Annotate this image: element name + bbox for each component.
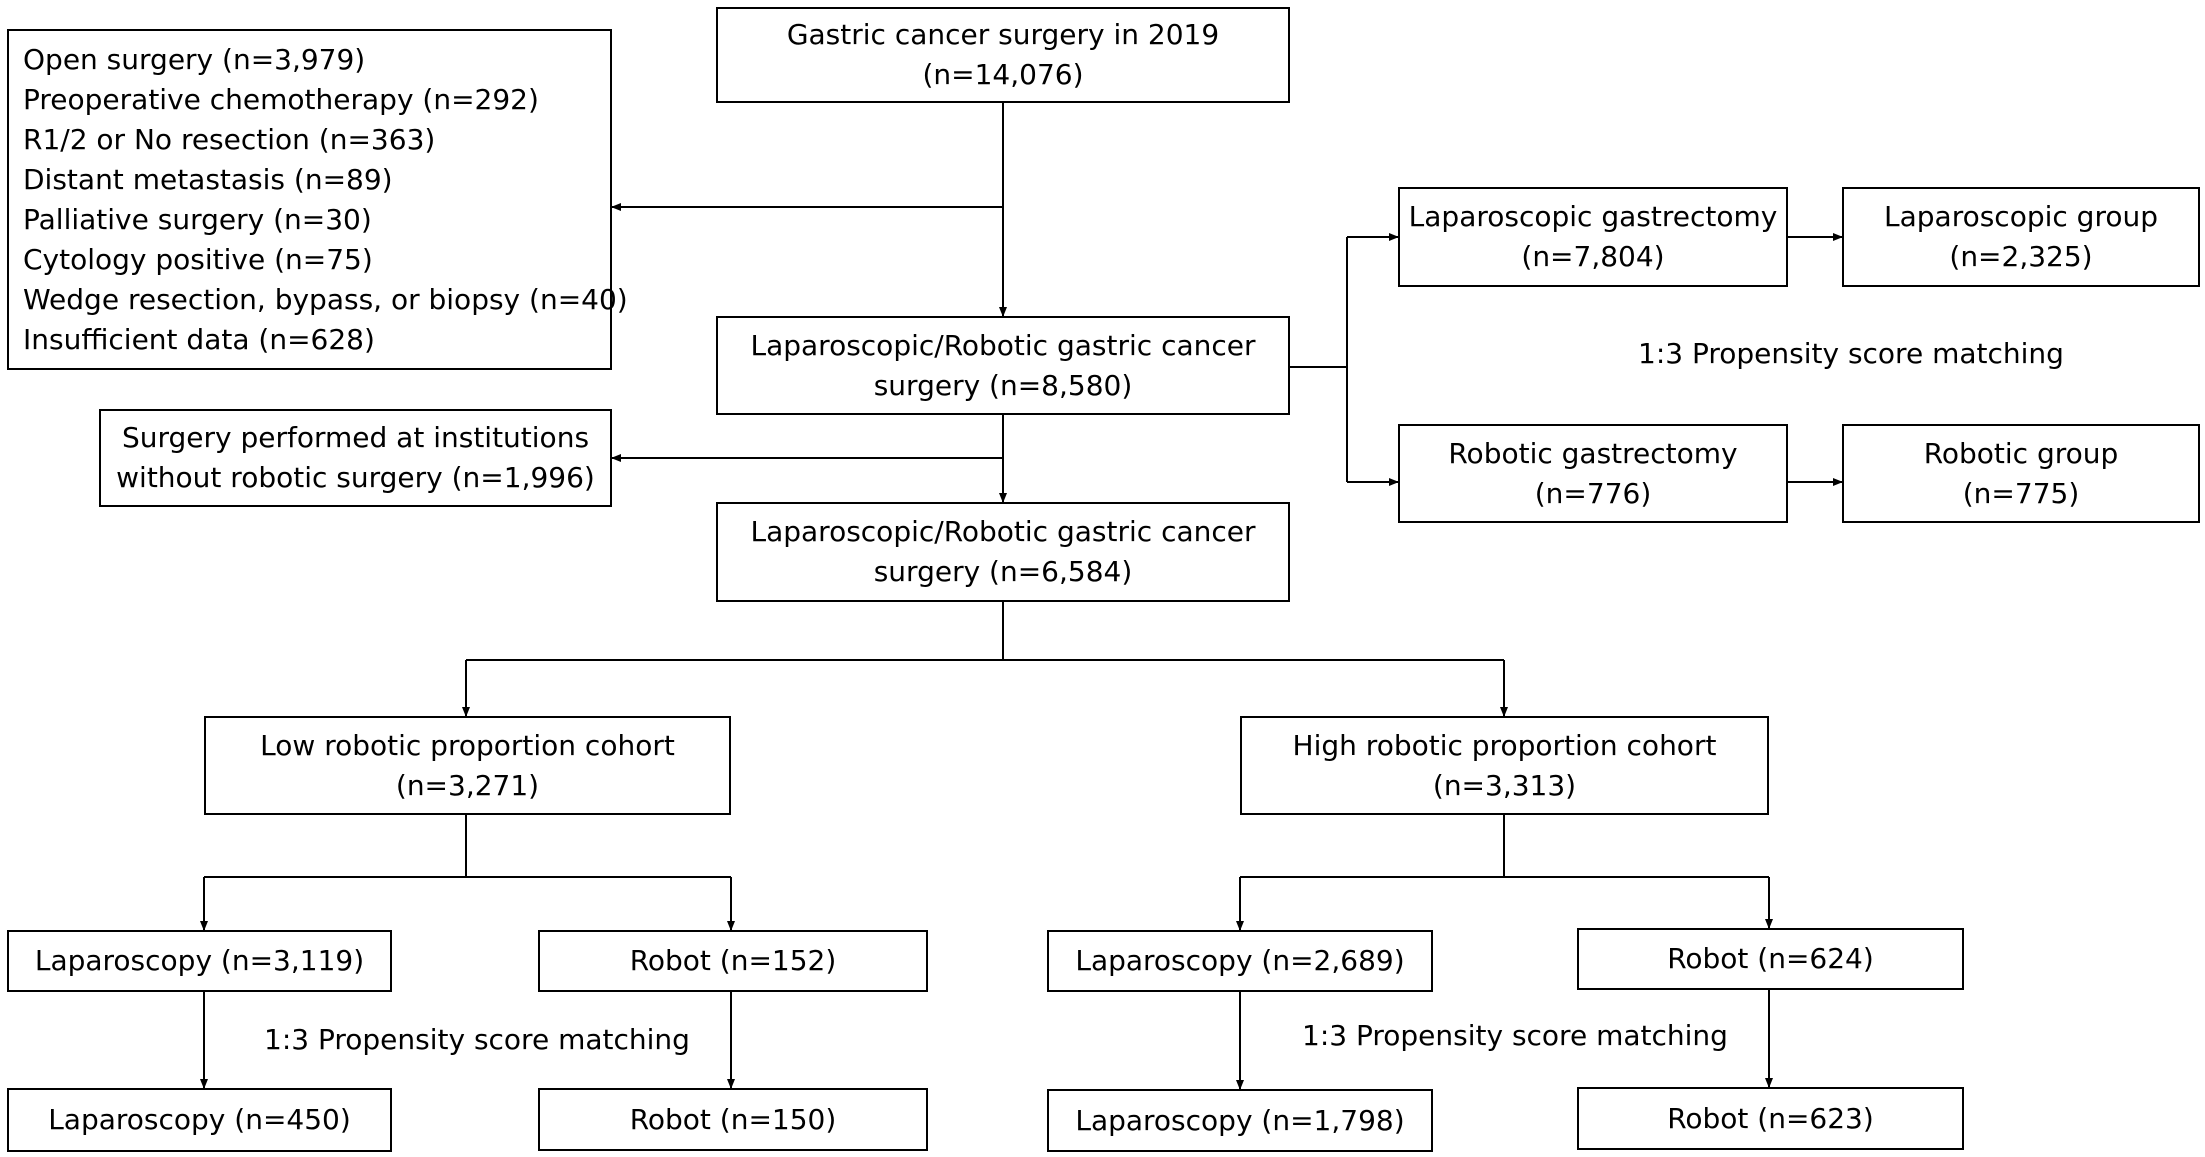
box-low-cohort-line-2: (n=3,271) [395,768,540,802]
box-high-rob-m-line: Robot (n=623) [1667,1101,1874,1135]
box-low-robot-matched: Robot (n=150) [538,1088,928,1151]
exclusion-item: Preoperative chemotherapy (n=292) [23,82,539,116]
box-rob-gastrectomy-line-2: (n=776) [1534,476,1652,510]
box-no-robot-line-2: without robotic surgery (n=1,996) [116,461,595,494]
box-high-cohort-line-1: High robotic proportion cohort [1292,728,1717,762]
exclusion-item: Distant metastasis (n=89) [23,162,393,196]
box-lap-robotic-6584: Laparoscopic/Robotic gastric cancer surg… [716,502,1290,602]
box-high-laparoscopy: Laparoscopy (n=2,689) [1047,930,1433,992]
box-high-cohort: High robotic proportion cohort (n=3,313) [1240,716,1769,815]
exclusion-item: Insufficient data (n=628) [23,322,375,356]
psm-label-top: 1:3 Propensity score matching [1638,337,2064,370]
psm-label-low: 1:3 Propensity score matching [264,1023,690,1056]
box-low-cohort: Low robotic proportion cohort (n=3,271) [204,716,731,815]
box-low-lap-m-line: Laparoscopy (n=450) [48,1103,351,1136]
exclusion-item: Cytology positive (n=75) [23,242,373,276]
box-low-cohort-line-1: Low robotic proportion cohort [260,728,675,762]
box-lr2-line-1: Laparoscopic/Robotic gastric cancer [750,515,1256,548]
box-lap-group-line-1: Laparoscopic group [1884,200,2158,233]
box-top-line-1: Gastric cancer surgery in 2019 [786,18,1220,51]
box-lap-gastrectomy: Laparoscopic gastrectomy (n=7,804) [1398,187,1788,287]
box-low-lap-line: Laparoscopy (n=3,119) [34,944,365,977]
exclusion-item: Wedge resection, bypass, or biopsy (n=40… [23,282,628,316]
box-no-robot-line-1: Surgery performed at institutions [121,421,590,454]
box-high-laparoscopy-matched: Laparoscopy (n=1,798) [1047,1089,1433,1152]
box-low-laparoscopy-matched: Laparoscopy (n=450) [7,1088,392,1152]
box-low-rob-line: Robot (n=152) [629,944,837,977]
box-lr2-line-2: surgery (n=6,584) [873,555,1133,588]
box-high-cohort-line-2: (n=3,313) [1432,768,1577,802]
box-high-lap-line: Laparoscopy (n=2,689) [1075,944,1405,977]
exclusion-item: Open surgery (n=3,979) [23,42,366,76]
box-lr1-line-1: Laparoscopic/Robotic gastric cancer [750,328,1256,362]
exclusion-item: Palliative surgery (n=30) [23,202,372,236]
box-exclusions: Open surgery (n=3,979) Preoperative chem… [7,29,628,370]
box-high-robot: Robot (n=624) [1577,928,1964,990]
box-high-lap-m-line: Laparoscopy (n=1,798) [1075,1103,1405,1137]
box-low-rob-m-line: Robot (n=150) [629,1102,837,1136]
box-top: Gastric cancer surgery in 2019 (n=14,076… [716,7,1290,103]
box-lap-gastrectomy-line-2: (n=7,804) [1521,240,1665,273]
box-no-robotic-institutions: Surgery performed at institutions withou… [99,409,612,507]
exclusion-item: R1/2 or No resection (n=363) [23,122,436,156]
box-lr1-line-2: surgery (n=8,580) [873,368,1133,402]
box-low-laparoscopy: Laparoscopy (n=3,119) [7,930,392,992]
box-lap-group: Laparoscopic group (n=2,325) [1842,187,2200,287]
box-high-robot-matched: Robot (n=623) [1577,1087,1964,1150]
box-rob-group: Robotic group (n=775) [1842,424,2200,523]
box-top-line-2: (n=14,076) [922,58,1084,91]
box-lap-robotic-8580: Laparoscopic/Robotic gastric cancer surg… [716,316,1290,415]
box-low-robot: Robot (n=152) [538,930,928,992]
psm-label-high: 1:3 Propensity score matching [1302,1019,1728,1052]
box-lap-gastrectomy-line-1: Laparoscopic gastrectomy [1408,200,1778,233]
box-rob-gastrectomy-line-1: Robotic gastrectomy [1448,436,1738,470]
box-rob-group-line-2: (n=775) [1962,476,2080,510]
box-high-rob-line: Robot (n=624) [1667,942,1874,975]
box-lap-group-line-2: (n=2,325) [1949,240,2093,273]
box-rob-group-line-1: Robotic group [1923,436,2119,470]
box-rob-gastrectomy: Robotic gastrectomy (n=776) [1398,424,1788,523]
